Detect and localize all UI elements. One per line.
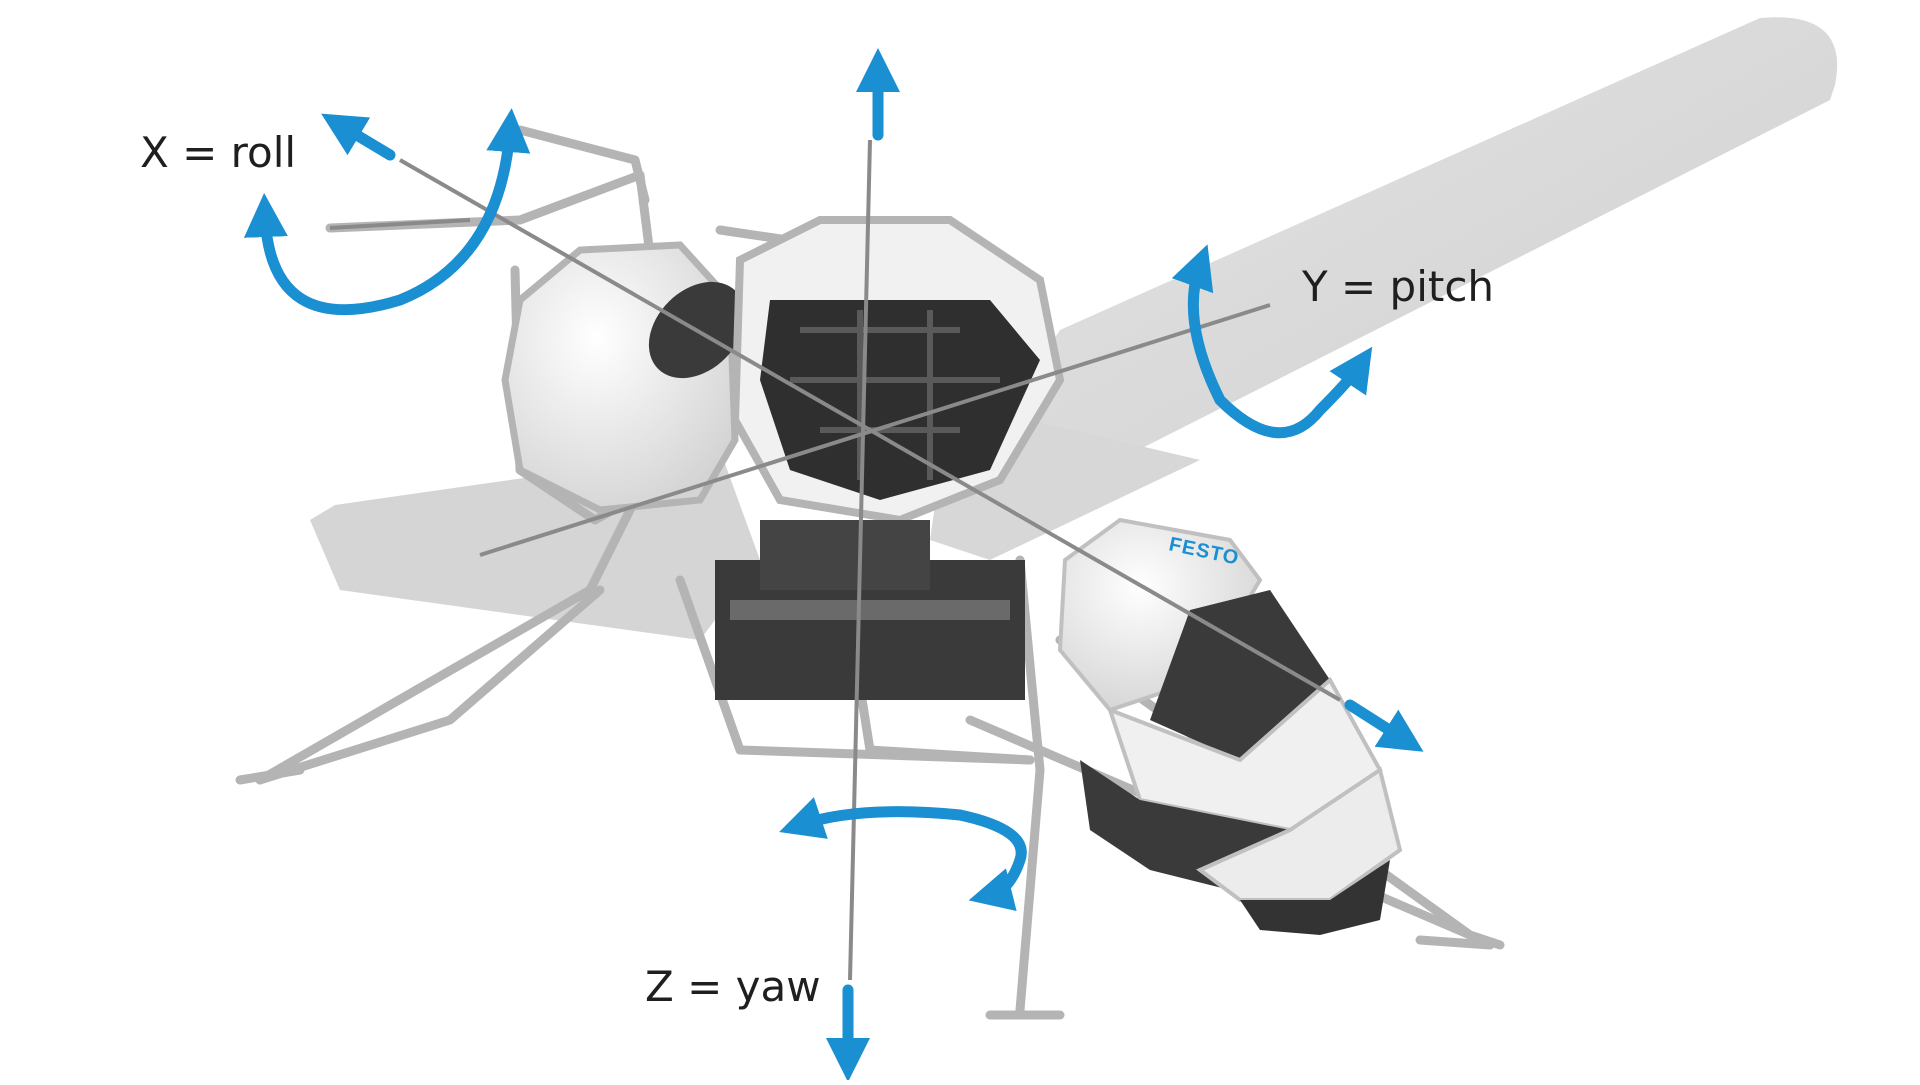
abdomen: FESTO xyxy=(1057,517,1403,935)
mechanics-block xyxy=(760,300,1040,500)
pitch-rotation-arrow-icon xyxy=(1171,244,1373,439)
y-axis-line xyxy=(479,303,1271,557)
mechanics-detail xyxy=(790,310,1000,480)
roll-rotation-arrow-icon xyxy=(243,108,531,316)
thorax xyxy=(715,216,1065,700)
yaw-rotation-arrow-icon xyxy=(779,797,1027,911)
blue-arrows xyxy=(243,48,1424,1082)
roll-direction-arrow-icon xyxy=(321,113,396,161)
lower-mechanics-highlight xyxy=(730,600,1010,620)
gear-block xyxy=(760,520,930,590)
z-yaw-label: Z = yaw xyxy=(645,962,821,1011)
x-roll-label: X = roll xyxy=(140,128,297,177)
x-forward-arrow-icon xyxy=(1344,699,1424,752)
y-pitch-label: Y = pitch xyxy=(1302,262,1495,311)
abdomen-tip xyxy=(1240,860,1390,935)
